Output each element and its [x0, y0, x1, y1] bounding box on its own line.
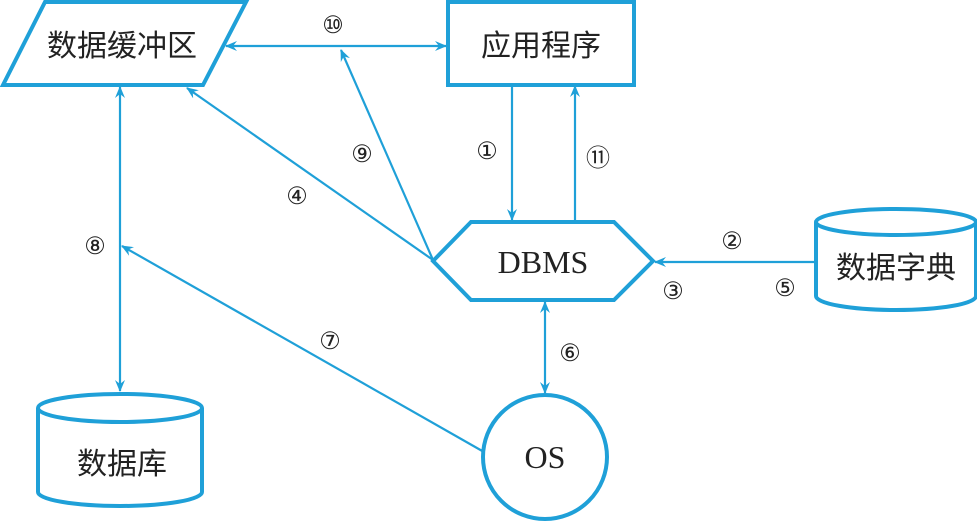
node-os: OS — [481, 393, 609, 521]
arrow-9-dbms-to-buffer-app-link — [339, 49, 435, 261]
step-label-4: ④ — [286, 182, 308, 210]
node-dbms-label: DBMS — [498, 244, 589, 280]
step-label-5: ⑤ — [774, 274, 796, 302]
node-data-dictionary-label: 数据字典 — [836, 251, 956, 286]
step-label-2: ② — [721, 227, 743, 255]
node-application: 应用程序 — [446, 0, 636, 87]
node-data-buffer: 数据缓冲区 — [0, 0, 250, 87]
step-label-7: ⑦ — [319, 327, 341, 355]
arrow-7-os-to-buffer-database-link — [121, 245, 485, 453]
node-database-label: 数据库 — [77, 447, 167, 482]
node-os-label: OS — [525, 439, 566, 475]
step-label-11: ⑪ — [586, 144, 610, 172]
arrow-4-dbms-to-buffer — [186, 87, 434, 261]
node-data-buffer-label: 数据缓冲区 — [47, 29, 197, 64]
step-label-10: ⑩ — [322, 11, 344, 39]
node-dbms: DBMS — [430, 220, 656, 302]
step-label-1: ① — [476, 137, 498, 165]
step-label-6: ⑥ — [559, 339, 581, 367]
step-label-9: ⑨ — [351, 140, 373, 168]
node-application-label: 应用程序 — [481, 29, 601, 64]
step-label-3: ③ — [662, 277, 684, 305]
node-data-dictionary: 数据字典 — [814, 207, 977, 312]
node-database: 数据库 — [36, 392, 204, 508]
step-label-8: ⑧ — [84, 232, 106, 260]
